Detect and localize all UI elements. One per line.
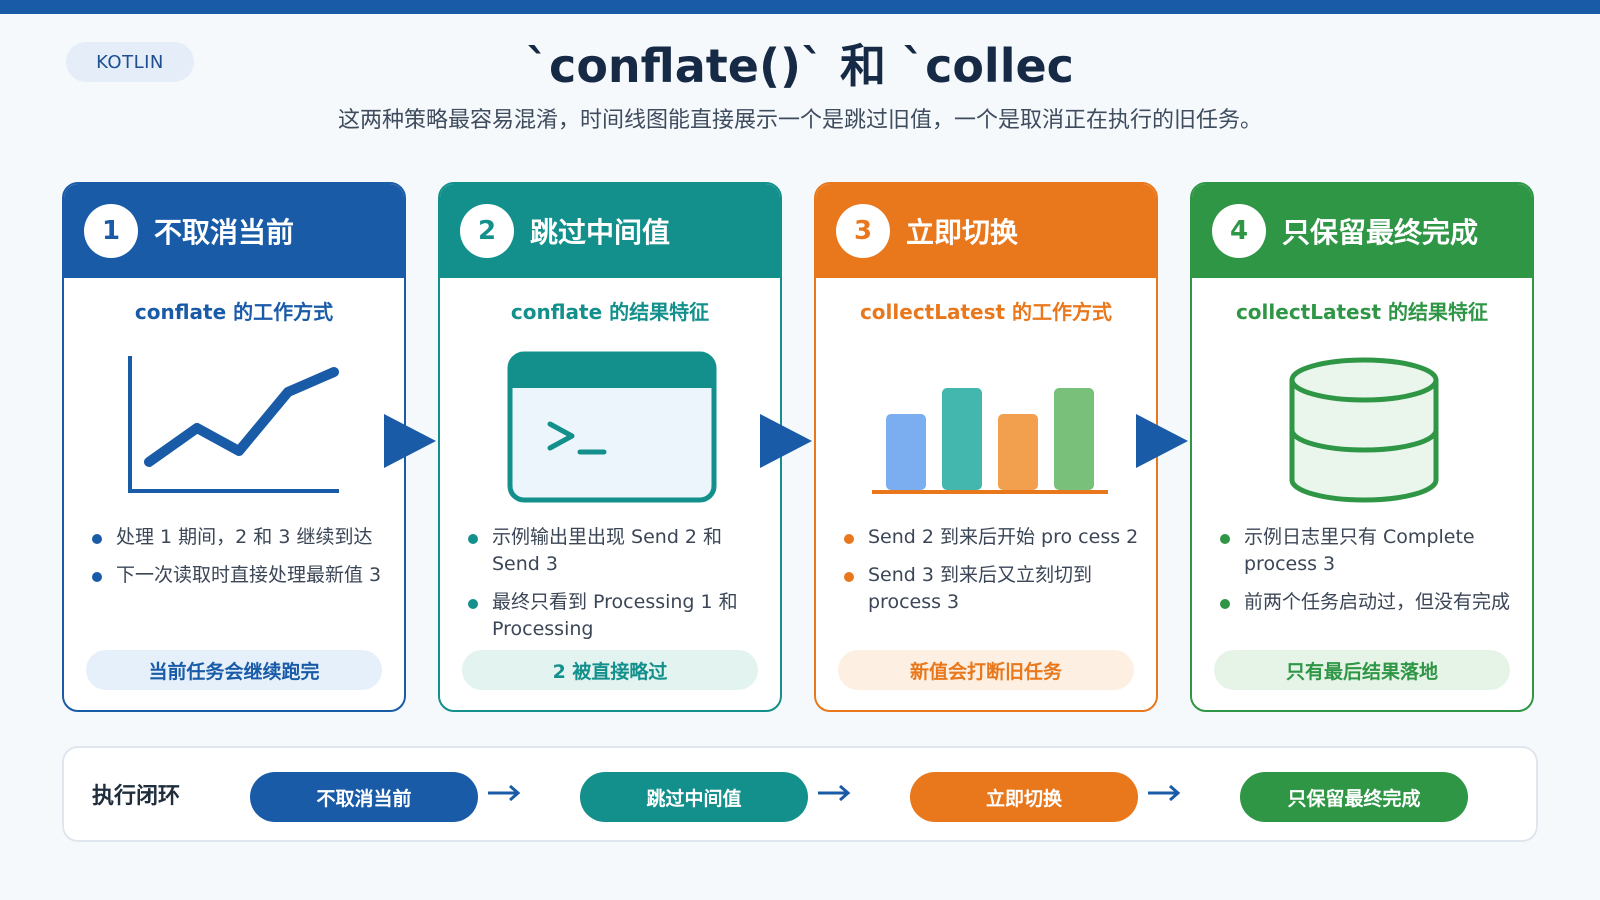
- bullet-text: 处理 1 期间，2 和 3 继续到达: [116, 526, 373, 548]
- card-3-subtitle: collectLatest 的工作方式: [859, 300, 1113, 324]
- bullet-dot: [92, 572, 102, 582]
- card-1-number: 1: [84, 204, 138, 258]
- arrow-right-icon: [488, 784, 521, 802]
- card-3-title: 立即切换: [906, 216, 1019, 249]
- card-1-header: 1 不取消当前: [64, 184, 404, 278]
- card-1-bullets: 处理 1 期间，2 和 3 继续到达 下一次读取时直接处理最新值 3: [90, 524, 390, 600]
- card-2-pill: 2 被直接略过: [462, 650, 758, 690]
- database-icon: [1289, 357, 1439, 503]
- card-3: 3 立即切换 collectLatest 的工作方式 Send 2 到来后开始 …: [814, 182, 1158, 712]
- bullet-text: 前两个任务启动过，但没有完成: [1244, 591, 1511, 613]
- card-2-header: 2 跳过中间值: [440, 184, 780, 278]
- bullet-text: Send 2 到来后开始 pro cess 2: [868, 526, 1139, 548]
- bullet-text: 最终只看到 Processing 1 和 Processing: [492, 591, 738, 640]
- kotlin-tag: KOTLIN: [66, 42, 194, 82]
- bullet-dot: [92, 534, 102, 544]
- page-title: `conflate()` 和 `collec: [526, 39, 1074, 93]
- bullet-dot: [468, 599, 478, 609]
- card-2: 2 跳过中间值 conflate 的结果特征 示例输出里出现 Send 2 和 …: [438, 182, 782, 712]
- card-4-bullets: 示例日志里只有 Complete process 3 前两个任务启动过，但没有完…: [1218, 524, 1518, 627]
- card-3-bullets: Send 2 到来后开始 pro cess 2 Send 3 到来后又立刻切到 …: [842, 524, 1142, 627]
- flow-step-2: 跳过中间值: [580, 772, 808, 822]
- flow-step-1: 不取消当前: [250, 772, 478, 822]
- arrow-right-icon: [818, 784, 851, 802]
- card-4-pill: 只有最后结果落地: [1214, 650, 1510, 690]
- card-4: 4 只保留最终完成 collectLatest 的结果特征 示例日志里只有 Co…: [1190, 182, 1534, 712]
- bullet-dot: [1220, 534, 1230, 544]
- arrow-right-icon: [384, 414, 436, 468]
- card-3-number: 3: [836, 204, 890, 258]
- list-item: Send 3 到来后又立刻切到 process 3: [842, 562, 1142, 616]
- list-item: 示例输出里出现 Send 2 和 Send 3: [466, 524, 766, 578]
- list-item: 前两个任务启动过，但没有完成: [1218, 589, 1518, 616]
- bullet-dot: [1220, 599, 1230, 609]
- card-2-title: 跳过中间值: [530, 216, 671, 249]
- card-2-bullets: 示例输出里出现 Send 2 和 Send 3 最终只看到 Processing…: [466, 524, 766, 654]
- card-3-pill: 新值会打断旧任务: [838, 650, 1134, 690]
- line-chart-icon: [128, 356, 339, 493]
- bullet-text: 示例输出里出现 Send 2 和 Send 3: [492, 526, 723, 575]
- card-4-number: 4: [1212, 204, 1266, 258]
- card-1-subtitle: conflate 的工作方式: [134, 300, 334, 324]
- card-2-subtitle: conflate 的结果特征: [510, 300, 710, 324]
- bullet-text: Send 3 到来后又立刻切到 process 3: [868, 564, 1093, 613]
- execution-flow: 执行闭环 不取消当前 跳过中间值 立即切换 只保留最终完成: [62, 746, 1538, 842]
- card-1-pill: 当前任务会继续跑完: [86, 650, 382, 690]
- terminal-icon: [507, 351, 717, 503]
- card-4-subtitle: collectLatest 的结果特征: [1235, 300, 1489, 324]
- card-4-title: 只保留最终完成: [1282, 216, 1479, 249]
- list-item: 处理 1 期间，2 和 3 继续到达: [90, 524, 390, 551]
- page-subtitle: 这两种策略最容易混淆，时间线图能直接展示一个是跳过旧值，一个是取消正在执行的旧任…: [337, 108, 1262, 133]
- card-1: 1 不取消当前 conflate 的工作方式 处理 1 期间，2 和 3 继续到…: [62, 182, 406, 712]
- bullet-dot: [844, 534, 854, 544]
- card-2-number: 2: [460, 204, 514, 258]
- list-item: 下一次读取时直接处理最新值 3: [90, 562, 390, 589]
- arrow-right-icon: [1136, 414, 1188, 468]
- card-3-header: 3 立即切换: [816, 184, 1156, 278]
- flow-label: 执行闭环: [92, 784, 181, 809]
- list-item: 最终只看到 Processing 1 和 Processing: [466, 589, 766, 643]
- arrow-right-icon: [1148, 784, 1181, 802]
- arrow-right-icon: [760, 414, 812, 468]
- bullet-dot: [468, 534, 478, 544]
- bar-chart-icon: [872, 388, 1108, 494]
- bullet-dot: [844, 572, 854, 582]
- card-4-header: 4 只保留最终完成: [1192, 184, 1532, 278]
- bullet-text: 示例日志里只有 Complete process 3: [1244, 526, 1475, 575]
- flow-step-4: 只保留最终完成: [1240, 772, 1468, 822]
- flow-step-3: 立即切换: [910, 772, 1138, 822]
- list-item: 示例日志里只有 Complete process 3: [1218, 524, 1518, 578]
- top-accent-bar: [0, 0, 1600, 14]
- list-item: Send 2 到来后开始 pro cess 2: [842, 524, 1142, 551]
- card-1-title: 不取消当前: [154, 216, 295, 249]
- bullet-text: 下一次读取时直接处理最新值 3: [116, 564, 382, 586]
